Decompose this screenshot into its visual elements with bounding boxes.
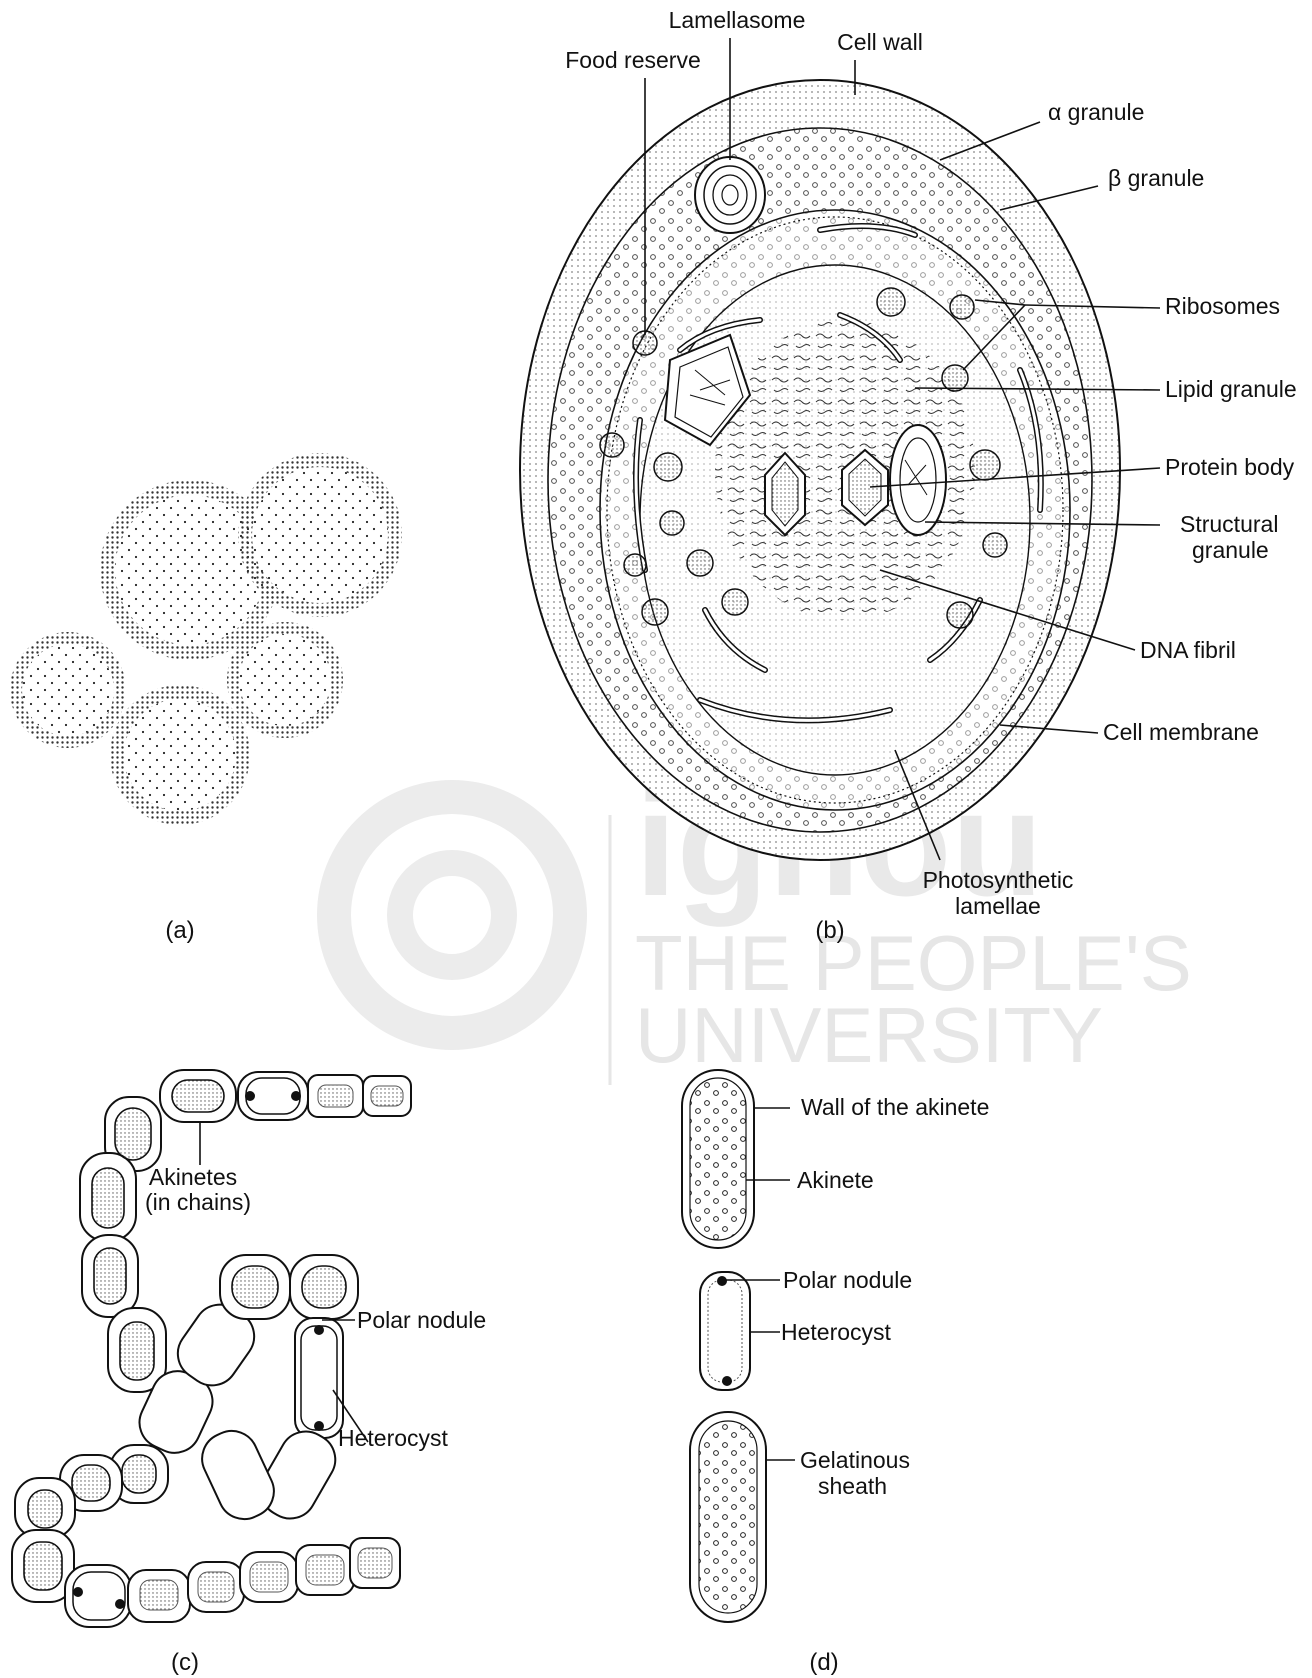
label-polar-nodule-c: Polar nodule bbox=[357, 1307, 486, 1333]
polar-nodule-c2 bbox=[291, 1091, 301, 1101]
label-lipid-granule: Lipid granule bbox=[1165, 376, 1297, 402]
panel-c: Akinetes (in chains) Polar nodule Hetero… bbox=[12, 1070, 486, 1676]
label-protein-body: Protein body bbox=[1165, 454, 1295, 480]
filament-c bbox=[12, 1070, 411, 1627]
caption-c: (c) bbox=[171, 1649, 199, 1676]
label-photosynthetic-lamellae-line1: Photosynthetic bbox=[923, 867, 1074, 893]
cell-a4 bbox=[227, 622, 343, 738]
label-dna-fibril: DNA fibril bbox=[1140, 637, 1236, 663]
caption-b: (b) bbox=[815, 917, 844, 944]
label-cell-wall: Cell wall bbox=[837, 29, 923, 55]
label-photosynthetic-lamellae-line2: lamellae bbox=[955, 893, 1041, 919]
polar-nodule-c5 bbox=[73, 1587, 83, 1597]
caption-d: (d) bbox=[809, 1649, 838, 1676]
cell-a5 bbox=[110, 685, 250, 825]
label-polar-nodule-d: Polar nodule bbox=[783, 1267, 912, 1293]
label-wall-of-akinete: Wall of the akinete bbox=[801, 1094, 989, 1120]
polar-nodule-d1 bbox=[717, 1276, 727, 1286]
polar-nodule-c4 bbox=[314, 1421, 324, 1431]
label-food-reserve: Food reserve bbox=[565, 47, 701, 73]
cell-a2 bbox=[238, 453, 402, 617]
heterocyst-d bbox=[700, 1272, 750, 1390]
cell-a3 bbox=[10, 632, 126, 748]
structural-granule-right bbox=[890, 425, 946, 535]
label-structural-granule-line1: Structural bbox=[1180, 511, 1278, 537]
polar-nodule-d2 bbox=[722, 1376, 732, 1386]
polar-nodule-c3 bbox=[314, 1325, 324, 1335]
akinete-d bbox=[682, 1070, 754, 1248]
label-akinetes-line1: Akinetes bbox=[149, 1164, 237, 1190]
label-beta-granule: β granule bbox=[1108, 165, 1204, 191]
label-structural-granule-line2: granule bbox=[1192, 537, 1269, 563]
label-akinete: Akinete bbox=[797, 1167, 874, 1193]
polar-nodule-c6 bbox=[115, 1599, 125, 1609]
panel-d: Wall of the akinete Akinete Polar nodule… bbox=[682, 1070, 989, 1676]
label-heterocyst-d: Heterocyst bbox=[781, 1319, 892, 1345]
label-ribosomes: Ribosomes bbox=[1165, 293, 1280, 319]
watermark-line2: UNIVERSITY bbox=[635, 991, 1103, 1079]
label-alpha-granule: α granule bbox=[1048, 99, 1144, 125]
lamellasome bbox=[695, 157, 765, 233]
label-cell-membrane: Cell membrane bbox=[1103, 719, 1259, 745]
label-lamellasome: Lamellasome bbox=[669, 7, 806, 33]
label-gelatinous-sheath-line2: sheath bbox=[818, 1473, 887, 1499]
sheathed-akinete-d bbox=[690, 1412, 766, 1622]
caption-a: (a) bbox=[165, 917, 194, 944]
label-gelatinous-sheath-line1: Gelatinous bbox=[800, 1447, 910, 1473]
watermark-logo bbox=[334, 797, 570, 1033]
label-heterocyst-c: Heterocyst bbox=[338, 1425, 449, 1451]
polar-nodule-c1 bbox=[245, 1091, 255, 1101]
label-akinetes-line2: (in chains) bbox=[145, 1189, 251, 1215]
